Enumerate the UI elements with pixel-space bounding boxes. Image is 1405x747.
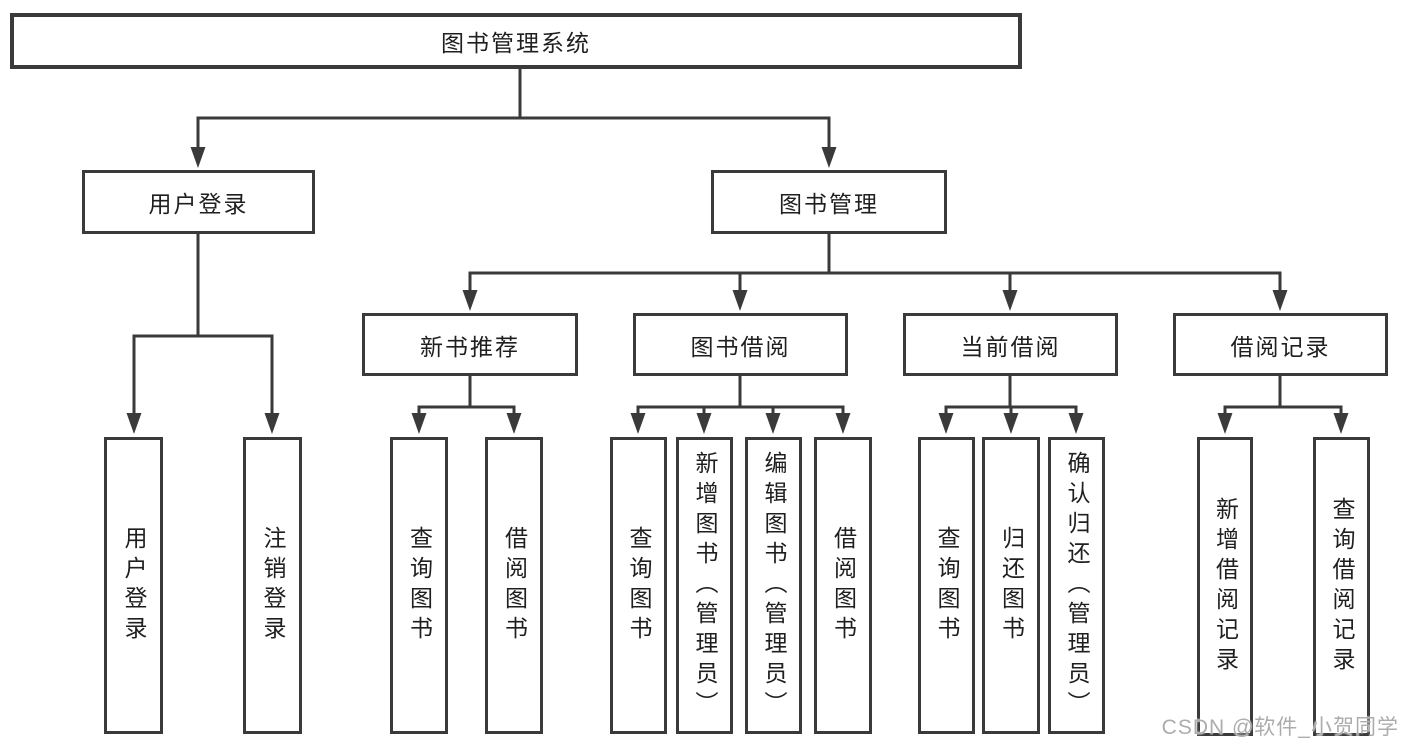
leaf-query-borrow-record: 查询借阅记录 bbox=[1313, 437, 1370, 736]
leaf-label: 查询借阅记录 bbox=[1329, 496, 1355, 677]
leaf-label: 借阅图书 bbox=[501, 525, 528, 646]
node-book-borrowing: 图书借阅 bbox=[633, 313, 848, 376]
leaf-label: 新增借阅记录 bbox=[1212, 496, 1239, 677]
leaf-return-books: 归还图书 bbox=[982, 437, 1040, 734]
leaf-label: 注销登录 bbox=[260, 525, 286, 646]
leaf-user-login: 用户登录 bbox=[104, 437, 163, 734]
node-new-book-recommend: 新书推荐 bbox=[362, 313, 578, 376]
leaf-label: 查询图书 bbox=[626, 525, 652, 646]
leaf-label: 编辑图书（管理员） bbox=[761, 450, 787, 721]
leaf-query-books-borrow: 查询图书 bbox=[610, 437, 667, 734]
csdn-watermark: CSDN @软件_小贺同学 bbox=[1161, 716, 1399, 739]
node-current-borrowing: 当前借阅 bbox=[903, 313, 1118, 376]
leaf-label: 新增图书（管理员） bbox=[692, 450, 718, 721]
node-label: 用户登录 bbox=[148, 191, 249, 217]
leaf-borrow-books-recommend: 借阅图书 bbox=[485, 437, 543, 734]
leaf-label: 归还图书 bbox=[998, 525, 1025, 646]
node-label: 图书借阅 bbox=[690, 333, 791, 360]
leaf-query-books-current: 查询图书 bbox=[918, 437, 975, 734]
node-label: 当前借阅 bbox=[960, 333, 1061, 360]
leaf-logout: 注销登录 bbox=[243, 437, 302, 734]
leaf-borrow-books: 借阅图书 bbox=[814, 437, 872, 734]
leaf-label: 确认归还（管理员） bbox=[1064, 450, 1090, 721]
leaf-edit-book-admin: 编辑图书（管理员） bbox=[745, 437, 802, 734]
leaf-query-books-recommend: 查询图书 bbox=[390, 437, 448, 734]
node-label: 图书管理 bbox=[779, 191, 879, 217]
leaf-label: 用户登录 bbox=[121, 525, 147, 646]
leaf-confirm-return-admin: 确认归还（管理员） bbox=[1048, 437, 1105, 734]
leaf-label: 查询图书 bbox=[406, 525, 433, 646]
leaf-label: 借阅图书 bbox=[830, 525, 857, 646]
node-user-login: 用户登录 bbox=[82, 170, 315, 234]
leaf-add-book-admin: 新增图书（管理员） bbox=[676, 437, 733, 734]
node-book-management: 图书管理 bbox=[711, 170, 947, 234]
leaf-add-borrow-record: 新增借阅记录 bbox=[1197, 437, 1253, 736]
node-borrowing-records: 借阅记录 bbox=[1173, 313, 1388, 376]
node-label: 新书推荐 bbox=[420, 333, 520, 360]
leaf-label: 查询图书 bbox=[934, 525, 960, 646]
node-library-system: 图书管理系统 bbox=[10, 13, 1022, 69]
node-label: 借阅记录 bbox=[1230, 333, 1331, 360]
node-label: 图书管理系统 bbox=[441, 30, 591, 56]
